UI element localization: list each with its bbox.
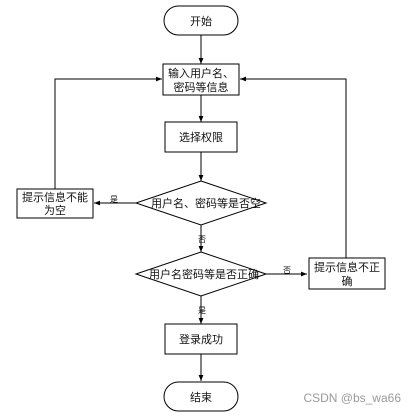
edge-label-empty-no: 否 <box>198 235 206 244</box>
end-node: 结束 <box>163 381 239 412</box>
check-correct-decision: 用户名密码等是否正确 <box>134 251 268 297</box>
edge-empty-msg-to-input <box>54 76 162 189</box>
edge-label-correct-no: 否 <box>283 266 291 275</box>
input-node: 输入用户名、 密码等信息 <box>162 63 240 96</box>
check-empty-label: 用户名、密码等是否空 <box>151 196 261 210</box>
input-label-line2: 密码等信息 <box>174 80 229 94</box>
edges <box>54 35 347 381</box>
empty-message-line2: 为空 <box>44 203 66 217</box>
edge-label-correct-yes: 是 <box>198 306 206 315</box>
incorrect-message-line2: 确 <box>342 275 353 288</box>
check-correct-shape <box>134 251 268 297</box>
end-shape <box>163 381 239 412</box>
start-shape <box>163 5 239 36</box>
edge-incorrect-msg-to-input <box>240 76 347 258</box>
incorrect-message-shape <box>308 257 386 290</box>
incorrect-message-line1: 提示信息不正 <box>314 260 380 274</box>
end-label: 结束 <box>190 391 212 404</box>
start-label: 开始 <box>190 14 212 28</box>
empty-message-node: 提示信息不能 为空 <box>16 188 94 219</box>
input-label-line1: 输入用户名、 <box>168 66 234 80</box>
login-success-label: 登录成功 <box>179 332 223 346</box>
empty-message-line1: 提示信息不能 <box>22 190 88 204</box>
login-success-shape <box>164 323 238 355</box>
check-empty-shape <box>134 180 268 226</box>
input-shape <box>162 63 240 96</box>
start-node: 开始 <box>163 5 239 36</box>
check-empty-decision: 用户名、密码等是否空 <box>134 180 268 226</box>
login-success-node: 登录成功 <box>164 323 238 355</box>
empty-message-shape <box>16 188 94 219</box>
select-permission-label: 选择权限 <box>179 130 223 144</box>
check-correct-label: 用户名密码等是否正确 <box>149 267 259 281</box>
edge-label-empty-yes: 是 <box>110 195 118 204</box>
select-permission-shape <box>164 121 238 153</box>
incorrect-message-node: 提示信息不正 确 <box>308 257 386 290</box>
watermark: CSDN @bs_wa66 <box>303 391 401 405</box>
select-permission-node: 选择权限 <box>164 121 238 153</box>
